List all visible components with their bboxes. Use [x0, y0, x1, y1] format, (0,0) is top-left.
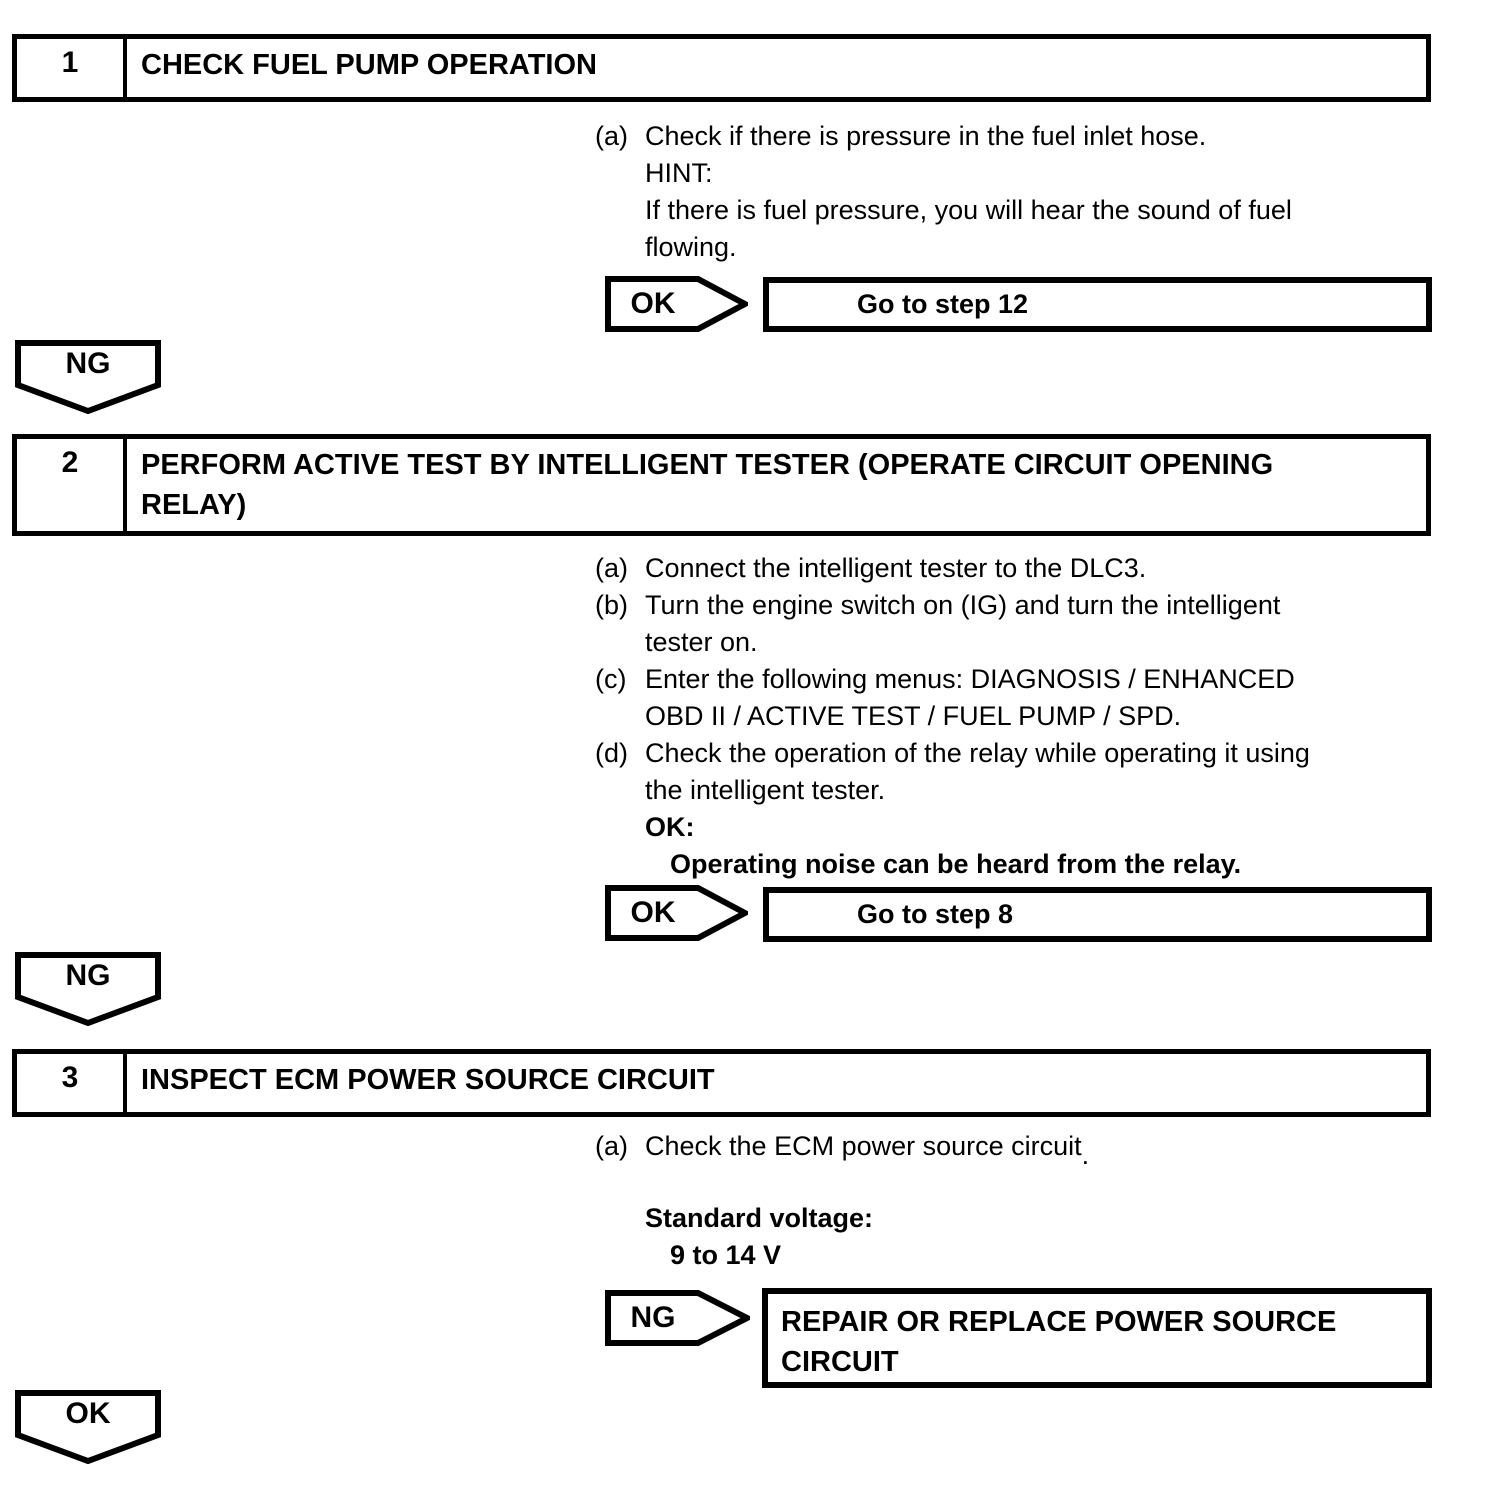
connector-label: NG — [65, 959, 111, 992]
step-3-title: INSPECT ECM POWER SOURCE CIRCUIT — [141, 1064, 715, 1096]
instruction-text: Turn the engine switch on (IG) and turn … — [645, 590, 1281, 657]
instruction-item: (d) Check the operation of the relay whi… — [595, 735, 1440, 883]
instruction-item: (b) Turn the engine switch on (IG) and t… — [595, 587, 1440, 661]
arrow-down-icon — [15, 1390, 161, 1464]
instruction-item: (c) Enter the following menus: DIAGNOSIS… — [595, 661, 1440, 735]
step-2-ok-arrow: OK — [605, 885, 748, 941]
step-3-instructions: (a) Check the ECM power source circuit. — [595, 1128, 1440, 1170]
step-2-title: PERFORM ACTIVE TEST BY INTELLIGENT TESTE… — [141, 449, 1274, 521]
lowered-period: . — [1081, 1140, 1090, 1170]
ok-criteria-label: OK: — [645, 812, 695, 842]
result-text: Go to step 8 — [857, 899, 1014, 929]
step-3-spec: Standard voltage: 9 to 14 V — [645, 1200, 1440, 1274]
arrow-right-icon — [605, 885, 748, 941]
step-3-number: 3 — [17, 1054, 127, 1112]
instruction-item: (a) Check the ECM power source circuit. — [595, 1128, 1440, 1170]
instruction-label: (a) — [595, 1131, 628, 1161]
step-1-ok-arrow: OK — [605, 276, 748, 332]
instruction-label: (a) — [595, 121, 628, 151]
result-text: REPAIR OR REPLACE POWER SOURCE CIRCUIT — [781, 1306, 1337, 1378]
spec-label: Standard voltage: — [645, 1203, 874, 1233]
instruction-text: Check the operation of the relay while o… — [645, 738, 1310, 805]
instruction-item: (a) Check if there is pressure in the fu… — [595, 118, 1440, 266]
arrow-label: OK — [630, 896, 676, 929]
step-2-header: 2 PERFORM ACTIVE TEST BY INTELLIGENT TES… — [12, 434, 1431, 536]
arrow-label: OK — [630, 287, 676, 320]
step-3-ng-arrow: NG — [605, 1290, 750, 1346]
instruction-label: (c) — [595, 664, 627, 694]
result-text: Go to step 12 — [857, 289, 1029, 319]
ok-criteria-text: Operating noise can be heard from the re… — [670, 849, 1242, 879]
step-1-number: 1 — [17, 39, 127, 97]
step-1-result-box: Go to step 12 — [763, 277, 1432, 332]
step-1-title: CHECK FUEL PUMP OPERATION — [141, 49, 597, 81]
arrow-label: NG — [630, 1301, 676, 1334]
step-1-ng-connector: NG — [15, 340, 161, 414]
step-3-ok-connector: OK — [15, 1390, 161, 1464]
arrow-down-icon — [15, 340, 161, 414]
arrow-right-icon — [605, 276, 748, 332]
arrow-down-icon — [15, 952, 161, 1026]
instruction-text: Enter the following menus: DIAGNOSIS / E… — [645, 664, 1295, 731]
instruction-label: (a) — [595, 553, 628, 583]
instruction-text-main: Check the ECM power source circuit — [645, 1131, 1082, 1161]
step-1-instructions: (a) Check if there is pressure in the fu… — [595, 118, 1440, 266]
step-2-number: 2 — [17, 439, 127, 531]
instruction-label: (d) — [595, 738, 628, 768]
instruction-item: (a) Connect the intelligent tester to th… — [595, 550, 1440, 587]
instruction-text: Check the ECM power source circuit. — [645, 1128, 1089, 1170]
step-2-ng-connector: NG — [15, 952, 161, 1026]
step-2-result-box: Go to step 8 — [763, 887, 1432, 942]
instruction-label: (b) — [595, 590, 628, 620]
step-3-result-box: REPAIR OR REPLACE POWER SOURCE CIRCUIT — [762, 1288, 1432, 1388]
instruction-text: Connect the intelligent tester to the DL… — [645, 553, 1147, 583]
connector-label: NG — [65, 347, 111, 380]
instruction-text: Check if there is pressure in the fuel i… — [645, 121, 1292, 262]
step-3-header: 3 INSPECT ECM POWER SOURCE CIRCUIT — [12, 1049, 1431, 1117]
connector-label: OK — [65, 1397, 111, 1430]
step-1-header: 1 CHECK FUEL PUMP OPERATION — [12, 34, 1431, 102]
step-2-instructions: (a) Connect the intelligent tester to th… — [595, 550, 1440, 883]
spec-value: 9 to 14 V — [670, 1240, 782, 1270]
arrow-right-icon — [605, 1290, 750, 1346]
